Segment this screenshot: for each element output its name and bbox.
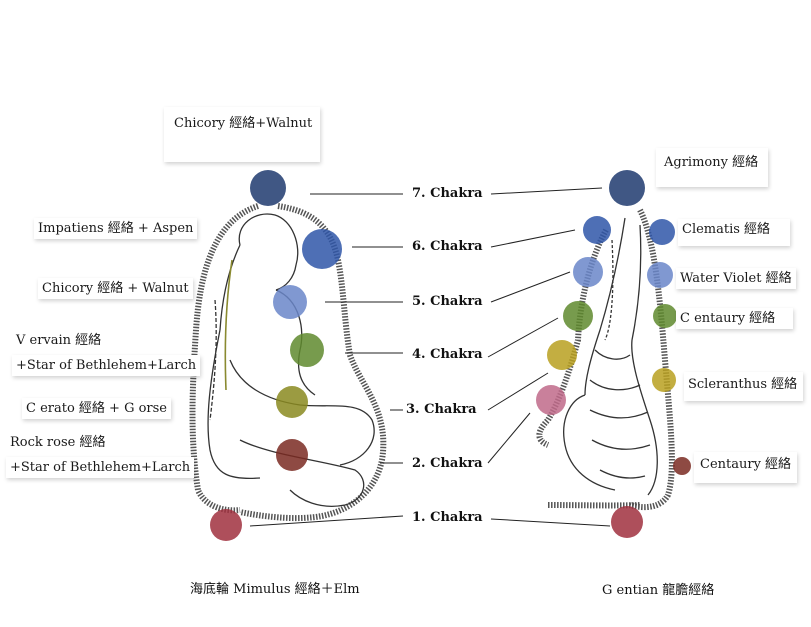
right-crown-chakra bbox=[609, 170, 645, 206]
right-brow-chakra-b bbox=[649, 219, 675, 245]
right-sacral-small bbox=[673, 457, 691, 475]
right-spine-figure bbox=[564, 218, 658, 495]
right-crown-remedy-label: Agrimony 經絡 bbox=[656, 148, 768, 187]
right-sacral-chakra bbox=[536, 385, 566, 415]
right-heart-chakra-b bbox=[653, 304, 677, 328]
left-solar-chakra bbox=[276, 386, 308, 418]
chakra-label-7: 7. Chakra bbox=[412, 186, 483, 201]
right-solar-remedy-label: Scleranthus 經絡 bbox=[684, 372, 803, 401]
left-heart-remedy-label-line2: +Star of Bethlehem+Larch bbox=[12, 355, 200, 376]
right-bottom-caption: G entian 龍膽經絡 bbox=[602, 579, 714, 598]
left-throat-remedy-label: Chicory 經絡 + Walnut bbox=[38, 278, 193, 299]
left-sacral-remedy-label-line2: +Star of Bethlehem+Larch bbox=[6, 457, 194, 478]
left-sacral-chakra bbox=[276, 439, 308, 471]
left-throat-chakra bbox=[273, 285, 307, 319]
left-heart-chakra bbox=[290, 333, 324, 367]
chakra-label-5: 5. Chakra bbox=[412, 294, 483, 309]
right-solar-chakra-b bbox=[652, 368, 676, 392]
left-crown-remedy-label: Chicory 經絡+Walnut bbox=[164, 107, 320, 162]
chakra-label-1: 1. Chakra bbox=[412, 510, 483, 525]
left-crown-chakra bbox=[250, 170, 286, 206]
left-sacral-remedy-label-line1: Rock rose 經絡 bbox=[6, 432, 109, 453]
left-heart-remedy-label-line1: V ervain 經絡 bbox=[12, 330, 105, 351]
left-root-chakra bbox=[210, 509, 242, 541]
right-brow-remedy-label: Clematis 經絡 bbox=[678, 219, 790, 246]
right-brow-chakra-a bbox=[583, 216, 611, 244]
right-heart-remedy-label: C entaury 經絡 bbox=[676, 308, 793, 329]
right-solar-chakra-a bbox=[547, 340, 577, 370]
left-brow-remedy-label: Impatiens 經絡 + Aspen bbox=[34, 218, 197, 239]
right-root-chakra bbox=[611, 506, 643, 538]
chakra-label-2: 2. Chakra bbox=[412, 456, 483, 471]
chakra-label-6: 6. Chakra bbox=[412, 239, 483, 254]
left-bottom-caption: 海底輪 Mimulus 經絡＋Elm bbox=[190, 578, 360, 597]
chakra-label-3: 3. Chakra bbox=[406, 402, 477, 417]
right-throat-chakra-b bbox=[647, 262, 673, 288]
chakra-label-4: 4. Chakra bbox=[412, 347, 483, 362]
left-solar-remedy-label: C erato 經絡 + G orse bbox=[22, 398, 171, 419]
right-throat-remedy-label: Water Violet 經絡 bbox=[676, 268, 796, 289]
right-throat-chakra-a bbox=[573, 257, 603, 287]
left-brow-chakra bbox=[302, 229, 342, 269]
right-heart-chakra-a bbox=[563, 301, 593, 331]
right-sacral-remedy-label: Centaury 經絡 bbox=[694, 452, 797, 483]
